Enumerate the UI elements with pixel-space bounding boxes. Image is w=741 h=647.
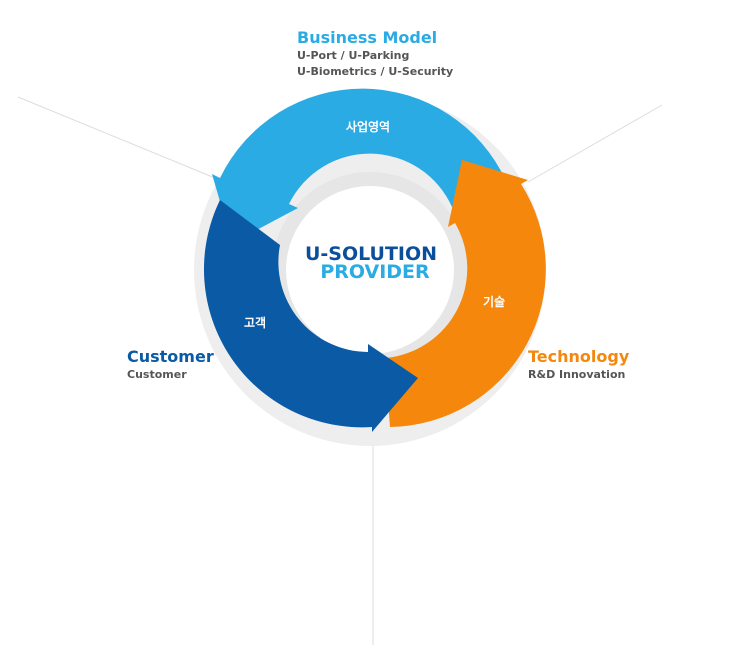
business-model-line: U-Biometrics / U-Security	[297, 65, 454, 78]
customer-title: Customer	[127, 347, 214, 366]
customer-arrow-segment	[203, 200, 418, 432]
segment-label-business: 사업영역	[346, 119, 390, 134]
technology-line: R&D Innovation	[528, 368, 626, 381]
technology-arrow-segment	[385, 160, 546, 427]
center-disc	[286, 186, 454, 354]
business-arrow-segment	[212, 88, 506, 244]
customer-block: Customer Customer	[127, 347, 214, 383]
center-title-line2: PROVIDER	[320, 261, 430, 283]
connector-line-left	[17, 96, 216, 179]
business-model-line: U-Port / U-Parking	[297, 49, 410, 62]
segment-label-customer: 고객	[244, 316, 266, 330]
technology-title: Technology	[528, 347, 630, 366]
segment-label-technology: 기술	[483, 294, 505, 309]
business-model-title: Business Model	[297, 28, 438, 47]
connector-line-right	[527, 104, 663, 183]
technology-block: Technology R&D Innovation	[528, 347, 629, 383]
customer-line: Customer	[127, 368, 187, 381]
business-model-block: Business Model U-Port / U-Parking U-Biom…	[297, 28, 453, 80]
center-title-line1: U-SOLUTION	[305, 243, 437, 265]
